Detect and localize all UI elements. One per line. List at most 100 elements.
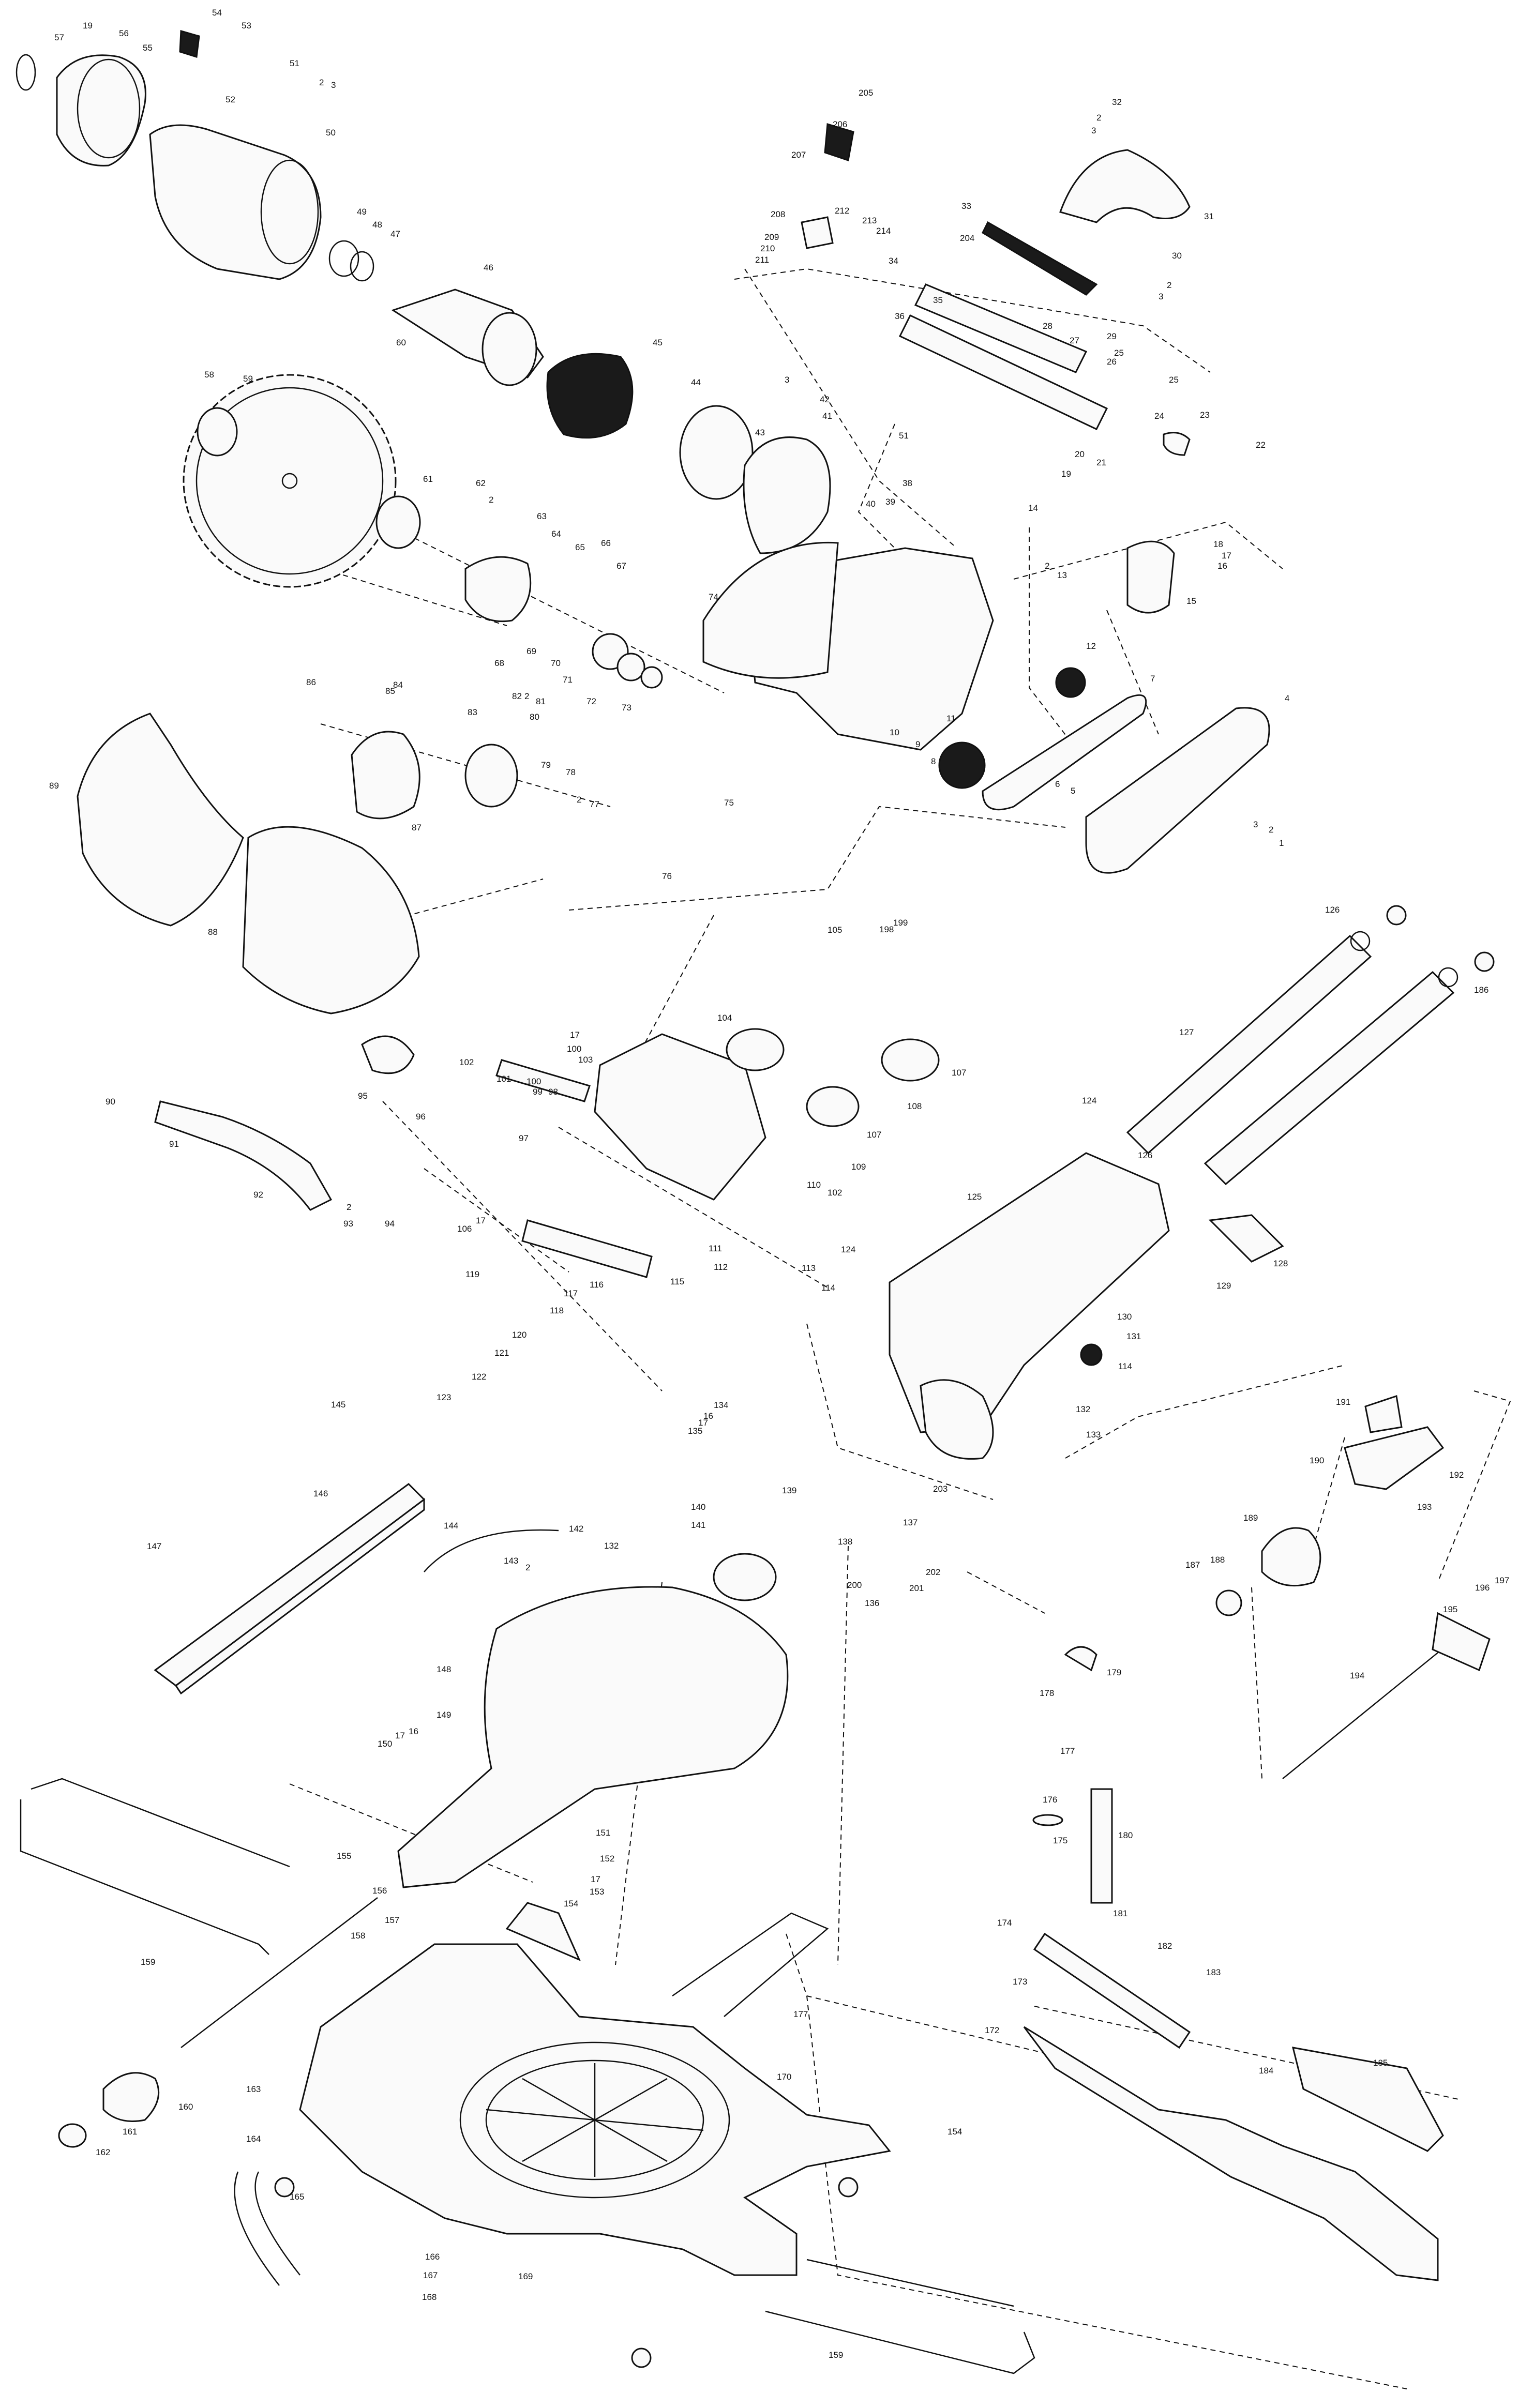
part-callout-16: 16 (409, 1727, 418, 1736)
part-callout-129: 129 (1216, 1281, 1231, 1291)
part-callout-159: 159 (829, 2350, 843, 2360)
part-callout-140: 140 (691, 1502, 705, 1512)
part-callout-2: 2 (1096, 113, 1101, 123)
part-callout-83: 83 (468, 707, 477, 717)
part-callout-126: 126 (1138, 1150, 1152, 1160)
part-callout-1: 1 (1279, 838, 1284, 848)
part-callout-112: 112 (714, 1262, 728, 1272)
part-callout-43: 43 (755, 428, 765, 437)
part-callout-39: 39 (885, 497, 895, 507)
part-callout-16: 16 (703, 1411, 713, 1421)
part-callout-23: 23 (1200, 410, 1210, 420)
part-callout-117: 117 (564, 1289, 578, 1298)
part-callout-30: 30 (1172, 251, 1182, 261)
part-callout-87: 87 (412, 823, 422, 832)
part-callout-7: 7 (1150, 674, 1155, 684)
part-callout-64: 64 (551, 529, 561, 539)
part-callout-84: 84 (393, 680, 403, 690)
part-callout-51: 51 (290, 58, 299, 68)
part-callout-202: 202 (926, 1567, 940, 1577)
part-callout-122: 122 (472, 1372, 486, 1382)
part-callout-10: 10 (890, 728, 899, 737)
part-callout-63: 63 (537, 511, 547, 521)
part-callout-120: 120 (512, 1330, 527, 1340)
part-callout-2: 2 (1045, 561, 1049, 571)
part-callout-128: 128 (1273, 1259, 1288, 1268)
part-callout-151: 151 (596, 1828, 610, 1838)
part-callout-58: 58 (204, 370, 214, 380)
part-callout-11: 11 (946, 714, 956, 723)
part-callout-153: 153 (590, 1887, 604, 1897)
part-callout-52: 52 (225, 95, 235, 104)
part-callout-177: 177 (1060, 1746, 1075, 1756)
part-callout-138: 138 (838, 1537, 852, 1547)
part-callout-102: 102 (459, 1057, 474, 1067)
part-callout-72: 72 (586, 696, 596, 706)
base-casting (299, 1902, 891, 2276)
part-callout-48: 48 (372, 220, 382, 230)
part-callout-168: 168 (422, 2292, 437, 2302)
part-callout-152: 152 (600, 1854, 614, 1864)
part-callout-77: 77 (590, 799, 599, 809)
part-callout-12: 12 (1086, 641, 1096, 651)
part-callout-26: 26 (1107, 357, 1117, 367)
part-callout-40: 40 (866, 499, 876, 509)
part-callout-34: 34 (889, 256, 898, 266)
part-callout-176: 176 (1043, 1795, 1057, 1805)
part-callout-212: 212 (835, 206, 849, 216)
part-callout-66: 66 (601, 538, 611, 548)
part-callout-182: 182 (1157, 1941, 1172, 1951)
part-callout-13: 13 (1057, 570, 1067, 580)
part-callout-2: 2 (524, 691, 529, 701)
part-callout-97: 97 (519, 1133, 529, 1143)
part-callout-154: 154 (948, 2127, 962, 2137)
part-callout-105: 105 (828, 925, 842, 935)
part-callout-68: 68 (494, 658, 504, 668)
part-callout-2: 2 (1167, 280, 1171, 290)
part-callout-124: 124 (1082, 1096, 1096, 1105)
part-callout-62: 62 (476, 478, 486, 488)
part-callout-46: 46 (484, 263, 493, 272)
motor-housing-group (16, 30, 831, 554)
blade-guard (77, 713, 518, 1014)
part-callout-209: 209 (764, 232, 779, 242)
part-callout-17: 17 (570, 1030, 580, 1040)
part-callout-197: 197 (1495, 1576, 1509, 1585)
part-callout-54: 54 (212, 8, 222, 18)
part-callout-70: 70 (551, 658, 561, 668)
part-callout-18: 18 (1213, 539, 1223, 549)
part-callout-93: 93 (343, 1219, 353, 1229)
part-callout-3: 3 (1159, 292, 1163, 301)
part-callout-127: 127 (1179, 1027, 1194, 1037)
part-callout-133: 133 (1086, 1430, 1101, 1440)
part-callout-47: 47 (390, 229, 400, 239)
part-callout-121: 121 (494, 1348, 509, 1358)
part-callout-99: 99 (533, 1087, 543, 1097)
part-callout-3: 3 (785, 375, 789, 385)
part-callout-21: 21 (1096, 458, 1106, 467)
part-callout-41: 41 (822, 411, 832, 421)
part-callout-59: 59 (243, 374, 253, 384)
part-callout-174: 174 (997, 1918, 1012, 1928)
part-callout-206: 206 (833, 119, 847, 129)
part-callout-156: 156 (372, 1886, 387, 1896)
part-callout-103: 103 (578, 1055, 593, 1065)
part-callout-164: 164 (246, 2134, 261, 2144)
part-callout-16: 16 (1217, 561, 1227, 571)
part-callout-166: 166 (425, 2252, 440, 2262)
part-callout-4: 4 (1285, 693, 1289, 703)
part-callout-17: 17 (698, 1418, 708, 1428)
part-callout-2: 2 (1269, 825, 1273, 835)
part-callout-149: 149 (437, 1710, 451, 1720)
part-callout-42: 42 (820, 395, 830, 404)
part-callout-172: 172 (985, 2025, 999, 2035)
carriage-group (154, 1028, 940, 1278)
part-callout-20: 20 (1075, 449, 1085, 459)
part-callout-185: 185 (1373, 2058, 1388, 2068)
part-callout-155: 155 (337, 1851, 351, 1861)
part-callout-90: 90 (106, 1097, 115, 1107)
part-callout-104: 104 (717, 1013, 732, 1023)
part-callout-192: 192 (1449, 1470, 1464, 1480)
part-callout-213: 213 (862, 216, 877, 225)
